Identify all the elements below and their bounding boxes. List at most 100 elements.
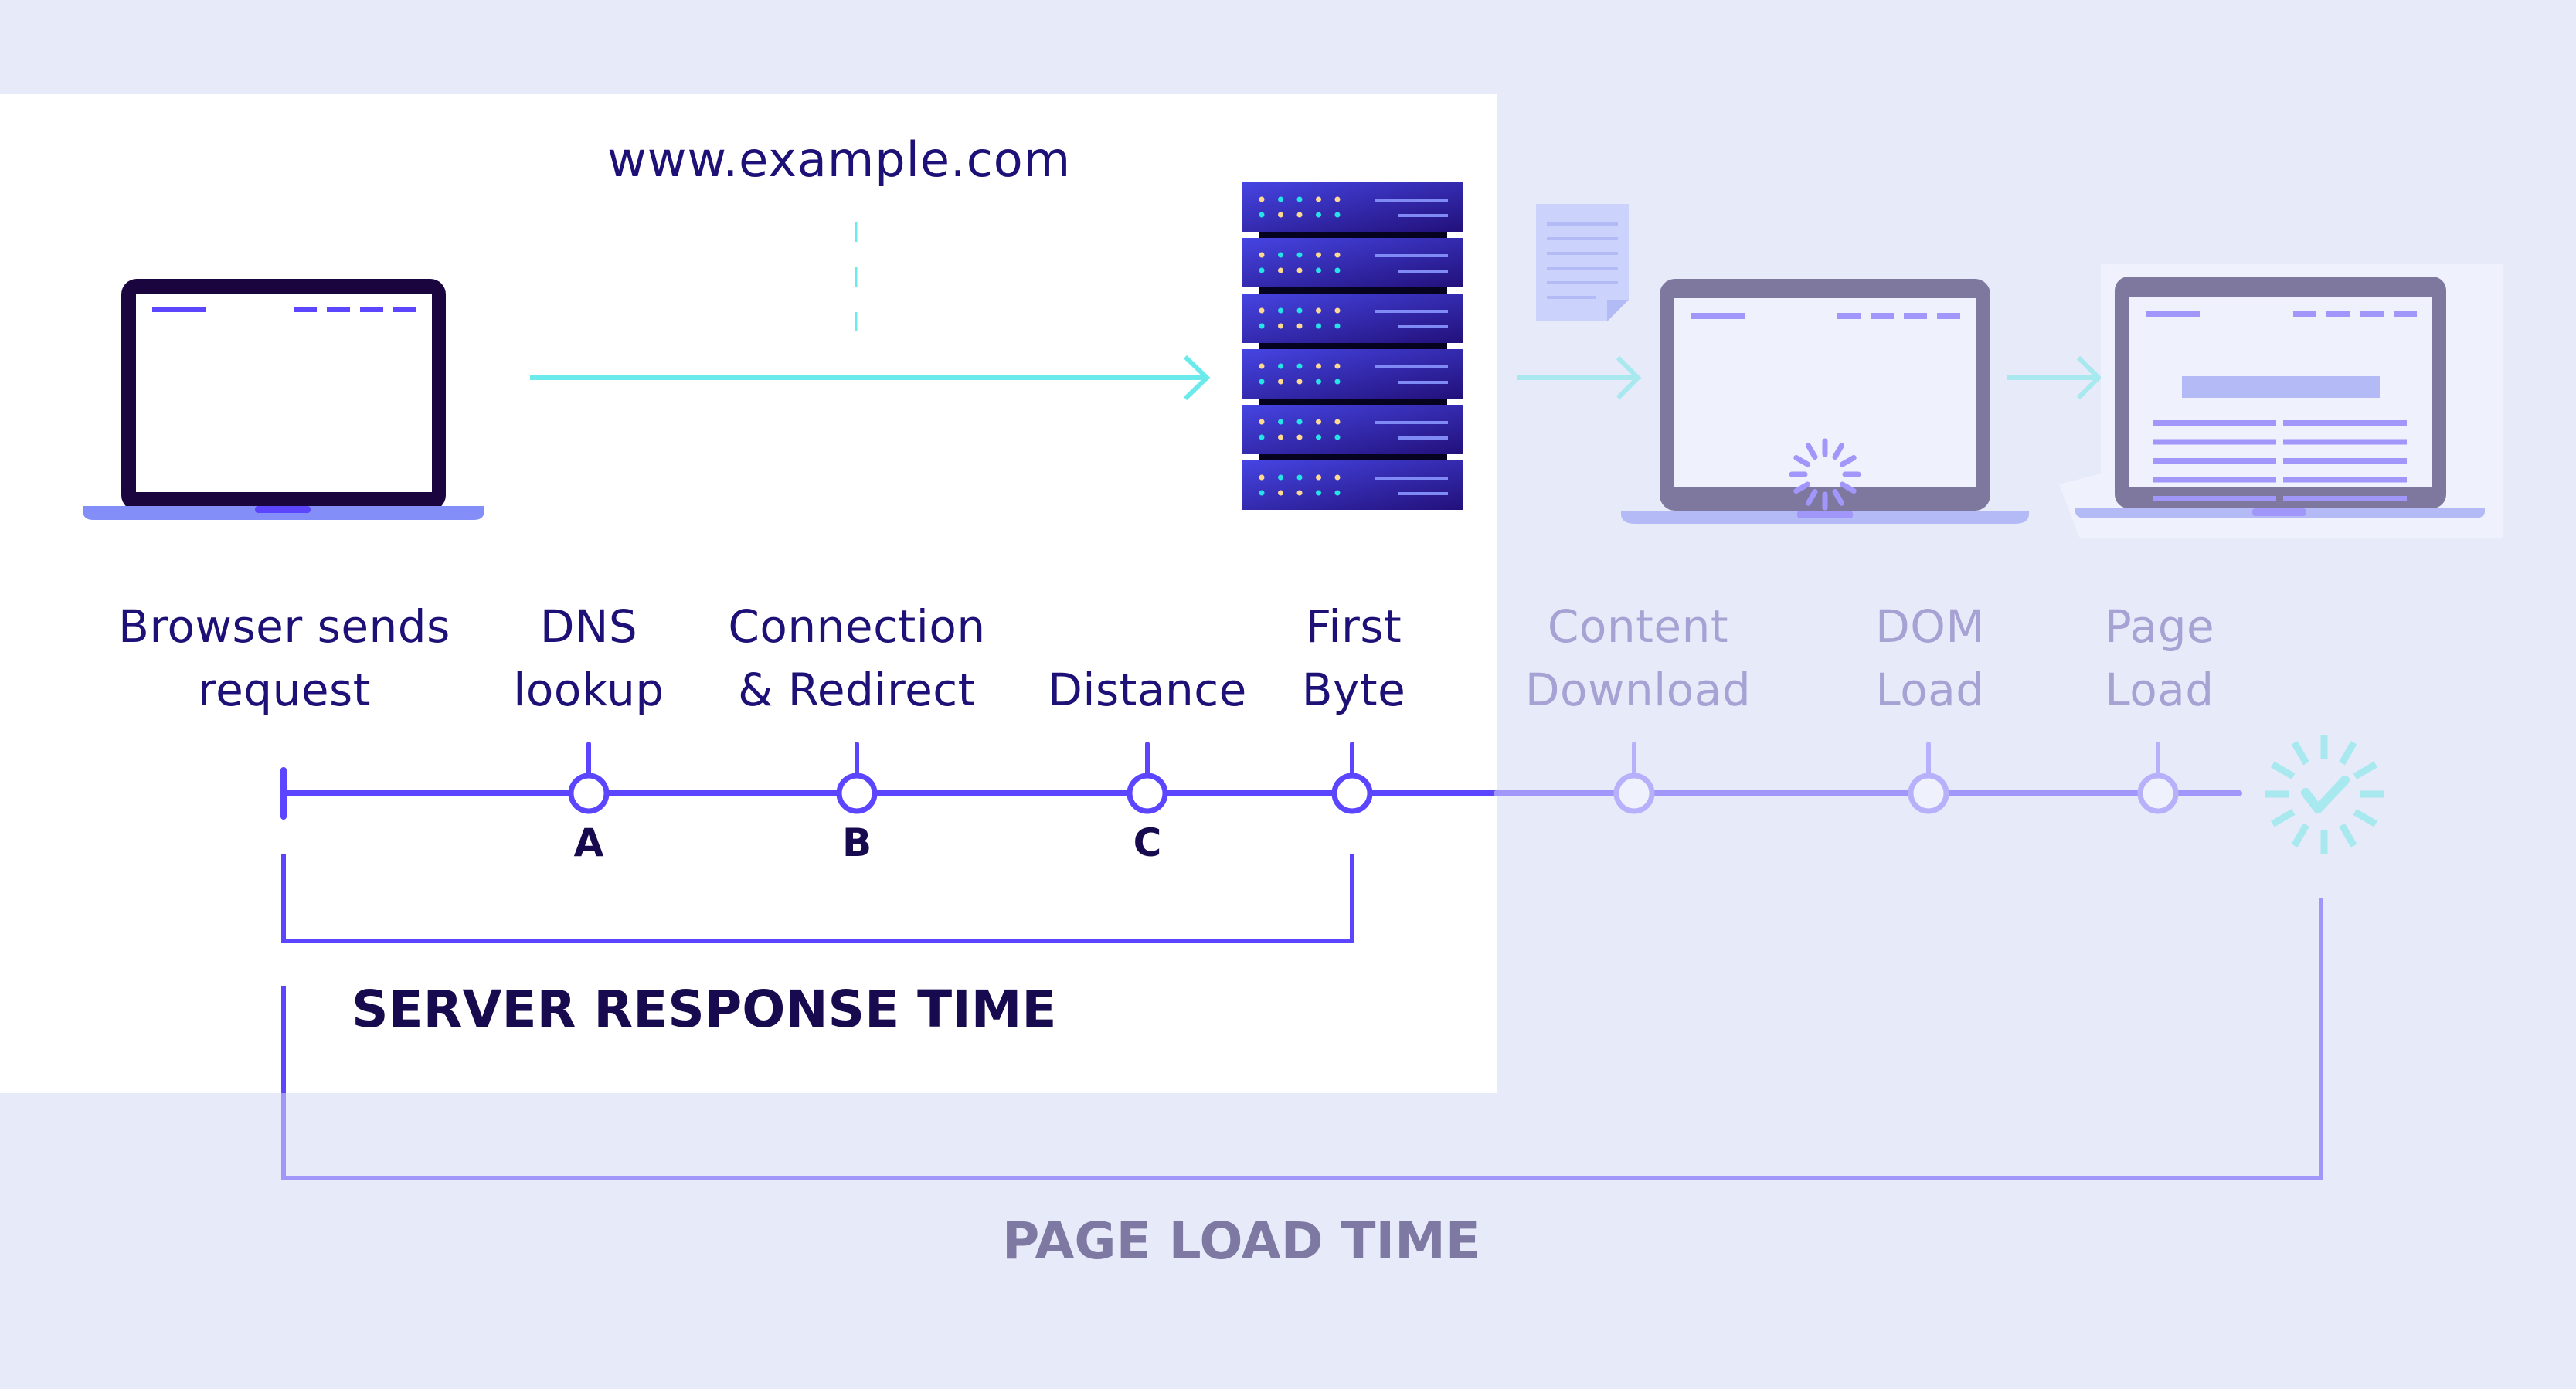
text-line bbox=[2283, 458, 2407, 464]
server-unit-gap bbox=[1259, 399, 1447, 405]
stage-label-line1: First bbox=[1305, 600, 1402, 653]
status-led bbox=[1334, 490, 1341, 496]
server-bar bbox=[1398, 270, 1448, 273]
server-bar bbox=[1398, 325, 1448, 328]
check-ray bbox=[2339, 823, 2357, 847]
stage-label-line1: Connection bbox=[728, 600, 986, 653]
url-label: www.example.com bbox=[607, 131, 1072, 188]
status-led bbox=[1259, 212, 1265, 218]
check-ray bbox=[2353, 761, 2377, 779]
status-led bbox=[1334, 419, 1341, 425]
status-led bbox=[1316, 419, 1321, 425]
spinner-tick bbox=[1806, 443, 1818, 460]
check-ray bbox=[2291, 741, 2309, 766]
status-led bbox=[1296, 252, 1303, 258]
status-led bbox=[1278, 379, 1283, 385]
status-led bbox=[1259, 490, 1265, 496]
download-arrow bbox=[1517, 355, 1642, 400]
status-led bbox=[1316, 379, 1321, 385]
status-led bbox=[1334, 307, 1341, 314]
server-unit-gap bbox=[1259, 454, 1447, 460]
stage-node bbox=[1127, 773, 1168, 814]
loaded-page-laptop-icon bbox=[2059, 264, 2503, 538]
stage-node bbox=[1908, 773, 1949, 814]
check-ray bbox=[2291, 823, 2309, 847]
status-led bbox=[1296, 307, 1303, 314]
status-led bbox=[1259, 363, 1265, 369]
status-led bbox=[1316, 307, 1321, 314]
stage-node bbox=[1331, 773, 1373, 814]
status-led bbox=[1259, 419, 1265, 425]
status-led bbox=[1334, 196, 1341, 202]
stage-label-line2: & Redirect bbox=[738, 664, 976, 716]
server-bar bbox=[1375, 477, 1448, 480]
text-line bbox=[2283, 420, 2407, 426]
stage-marker-letter: A bbox=[573, 820, 604, 865]
check-ray bbox=[2271, 761, 2296, 779]
status-led bbox=[1296, 212, 1303, 218]
stage-label-line2: Load bbox=[2105, 664, 2214, 716]
request-arrow bbox=[530, 355, 1211, 401]
status-led bbox=[1296, 363, 1303, 369]
status-led bbox=[1278, 363, 1283, 369]
status-led bbox=[1334, 474, 1341, 481]
stage-label-line1: DOM bbox=[1875, 600, 1985, 653]
status-led bbox=[1259, 307, 1265, 314]
server-bar bbox=[1375, 310, 1448, 313]
spinner-tick bbox=[1840, 481, 1857, 494]
status-led bbox=[1316, 323, 1321, 329]
status-led bbox=[1278, 267, 1283, 273]
check-ray bbox=[2271, 809, 2296, 827]
render-arrow bbox=[2007, 355, 2102, 400]
status-led bbox=[1296, 419, 1303, 425]
status-led bbox=[1334, 434, 1341, 440]
status-led bbox=[1259, 379, 1265, 385]
status-led bbox=[1278, 434, 1283, 440]
stage-label-line2: Distance bbox=[1048, 664, 1247, 716]
page-load-time-label: PAGE LOAD TIME bbox=[1002, 1211, 1480, 1271]
status-led bbox=[1278, 252, 1283, 258]
stage-label-line1: Content bbox=[1547, 600, 1729, 653]
server-unit-gap bbox=[1259, 287, 1447, 294]
text-line bbox=[2153, 439, 2276, 445]
stage-label-line2: Load bbox=[1875, 664, 1985, 716]
status-led bbox=[1278, 419, 1283, 425]
server-rack-icon bbox=[1242, 182, 1463, 510]
status-led bbox=[1278, 490, 1283, 496]
checkmark bbox=[2301, 776, 2350, 813]
status-led bbox=[1316, 434, 1321, 440]
status-led bbox=[1278, 196, 1283, 202]
status-led bbox=[1296, 323, 1303, 329]
status-led bbox=[1259, 323, 1265, 329]
status-led bbox=[1259, 196, 1265, 202]
server-bar bbox=[1375, 199, 1448, 202]
server-unit bbox=[1242, 238, 1463, 287]
stage-label-line1: Browser sends bbox=[118, 600, 450, 653]
stage-label-line1: Page bbox=[2104, 600, 2215, 653]
status-led bbox=[1316, 267, 1321, 273]
server-unit bbox=[1242, 460, 1463, 510]
status-led bbox=[1316, 196, 1321, 202]
spinner-tick bbox=[1832, 443, 1844, 460]
status-led bbox=[1259, 434, 1265, 440]
server-unit bbox=[1242, 349, 1463, 399]
text-line bbox=[2153, 458, 2276, 464]
loading-spinner-icon bbox=[1789, 438, 1861, 511]
status-led bbox=[1316, 490, 1321, 496]
status-led bbox=[1316, 474, 1321, 481]
status-led bbox=[1334, 379, 1341, 385]
spinner-tick bbox=[1806, 489, 1818, 506]
status-led bbox=[1334, 363, 1341, 369]
status-led bbox=[1296, 434, 1303, 440]
spinner-tick bbox=[1793, 455, 1810, 467]
status-led bbox=[1296, 196, 1303, 202]
status-led bbox=[1278, 307, 1283, 314]
server-response-bracket bbox=[281, 854, 1354, 943]
status-led bbox=[1316, 363, 1321, 369]
server-unit bbox=[1242, 405, 1463, 454]
server-bar bbox=[1375, 365, 1448, 368]
